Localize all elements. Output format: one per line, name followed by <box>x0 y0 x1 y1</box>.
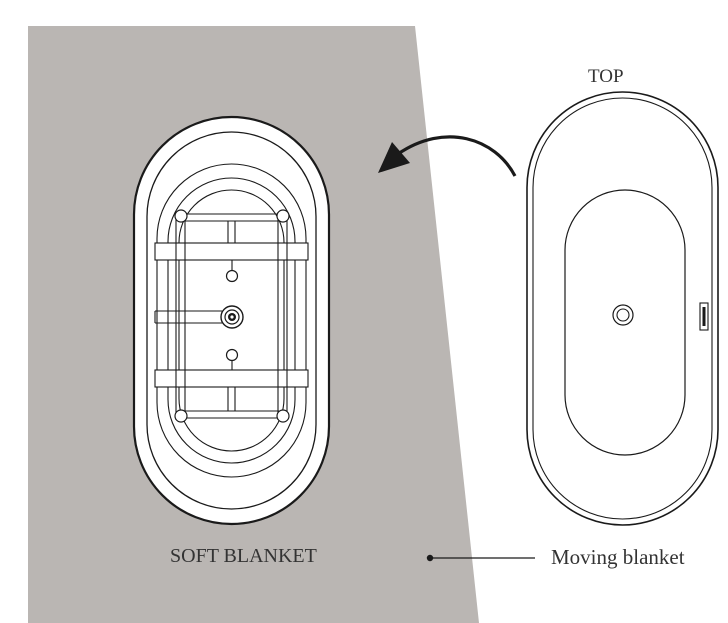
tub-wall-line-1 <box>156 163 307 478</box>
moving-blanket-callout <box>426 554 535 562</box>
top-basin <box>564 189 686 456</box>
foot-bottom-right <box>276 409 290 423</box>
tub-wall-line-2 <box>167 177 296 464</box>
foot-bottom-left <box>174 409 188 423</box>
top-drain-icon <box>612 304 634 326</box>
top-rim-inner-edge <box>532 97 713 520</box>
tub-base-line <box>178 189 285 452</box>
tub-bottom-view <box>132 115 331 526</box>
foot-top-left <box>174 209 188 223</box>
tub-top-view <box>526 91 719 526</box>
moving-blanket-label: Moving blanket <box>551 545 685 569</box>
foot-center-top <box>225 269 239 283</box>
overflow-slot-icon <box>699 302 709 331</box>
foot-top-right <box>276 209 290 223</box>
support-frame <box>154 212 309 420</box>
foot-center-bottom <box>225 348 239 362</box>
drain-icon <box>220 305 244 329</box>
tub-inner-rim <box>146 131 317 510</box>
leveling-feet <box>174 209 290 423</box>
curved-arrow-icon <box>378 135 517 177</box>
soft-blanket-label: SOFT BLANKET <box>170 545 317 567</box>
top-view-label: TOP <box>588 66 624 87</box>
